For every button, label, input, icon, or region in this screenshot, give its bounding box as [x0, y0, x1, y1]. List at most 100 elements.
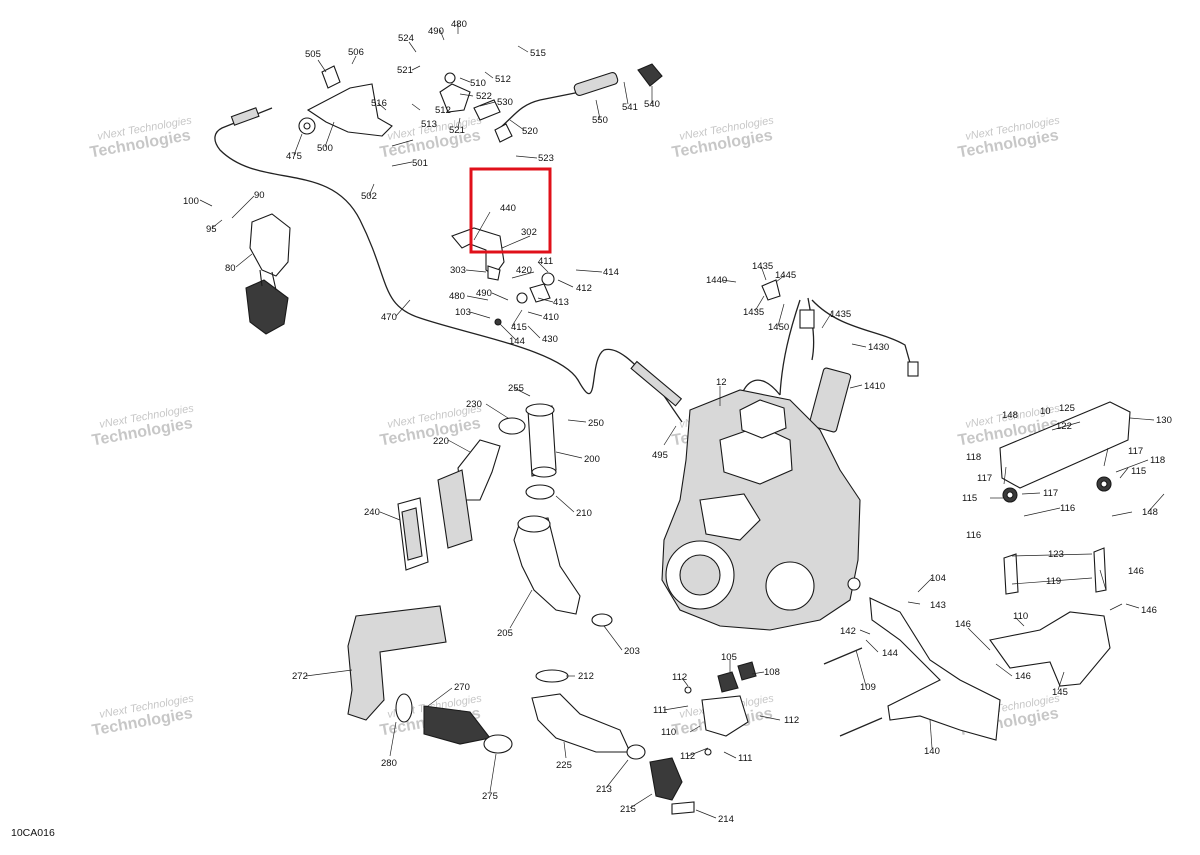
callout-302: 302 [521, 227, 537, 238]
callout-90: 90 [254, 190, 265, 201]
callout-117c: 117 [1043, 488, 1058, 499]
callout-480b: 480 [449, 291, 465, 302]
callout-144b: 144 [882, 648, 898, 659]
callout-130: 130 [1156, 415, 1172, 426]
callout-520: 520 [522, 126, 538, 137]
callout-111b: 111 [738, 753, 752, 764]
callout-146a: 146 [1128, 566, 1144, 577]
callout-100: 100 [183, 196, 199, 207]
callout-1435a: 1435 [752, 261, 773, 272]
throttle-pedal [245, 213, 291, 335]
callout-523: 523 [538, 153, 554, 164]
callout-513: 513 [421, 119, 437, 130]
callout-495: 495 [652, 450, 668, 461]
callout-10: 10 [1040, 406, 1051, 417]
callout-510: 510 [470, 78, 486, 89]
callout-103: 103 [455, 307, 471, 318]
callout-1450: 1450 [768, 322, 789, 333]
callout-123: 123 [1048, 549, 1064, 560]
intake-tube-200 [527, 405, 557, 477]
callout-250: 250 [588, 418, 604, 429]
callout-440: 440 [500, 203, 516, 214]
callout-415: 415 [511, 322, 527, 333]
leader-lines [199, 24, 1165, 819]
watermark: vNext Technologies Technologies [91, 692, 195, 739]
callout-108: 108 [764, 667, 780, 678]
watermark: vNext Technologies Technologies [91, 402, 195, 449]
callout-413: 413 [553, 297, 569, 308]
callout-1440: 1440 [706, 275, 727, 286]
callout-146d: 146 [1015, 671, 1031, 682]
duct-225 [531, 693, 631, 753]
callout-118b: 118 [1150, 455, 1165, 466]
callout-521b: 521 [449, 125, 465, 136]
callout-labels: 505 506 524 490 480 515 521 510 512 522 … [183, 19, 1172, 825]
callout-200: 200 [584, 454, 600, 465]
callout-104: 104 [930, 573, 946, 584]
callout-240: 240 [364, 507, 380, 518]
callout-524: 524 [398, 33, 414, 44]
support-arm-145 [989, 611, 1111, 687]
callout-122: 122 [1056, 421, 1072, 432]
callout-255: 255 [508, 383, 524, 394]
callout-205: 205 [497, 628, 513, 639]
callout-515: 515 [530, 48, 546, 59]
callout-516: 516 [371, 98, 387, 109]
bracket-108 [701, 695, 749, 737]
callout-500: 500 [317, 143, 333, 154]
callout-512b: 512 [435, 105, 451, 116]
part-drawings [214, 63, 1131, 815]
throttle-cable [214, 115, 683, 423]
callout-143: 143 [930, 600, 946, 611]
callout-115a: 115 [1131, 466, 1146, 477]
callout-111a: 111 [653, 705, 667, 716]
callout-303: 303 [450, 265, 466, 276]
callout-144: 144 [509, 336, 525, 347]
callout-119: 119 [1046, 576, 1061, 587]
callout-12: 12 [716, 377, 727, 388]
callout-540: 540 [644, 99, 660, 110]
callout-506: 506 [348, 47, 364, 58]
callout-490: 490 [428, 26, 444, 37]
callout-212: 212 [578, 671, 594, 682]
diagram-code: 10CA016 [11, 827, 55, 839]
callout-105: 105 [721, 652, 737, 663]
callout-505: 505 [305, 49, 321, 60]
callout-272: 272 [292, 671, 308, 682]
pedal-bracket [306, 83, 393, 137]
callout-148b: 148 [1142, 507, 1158, 518]
callout-1435c: 1435 [830, 309, 851, 320]
callout-117a: 117 [1128, 446, 1143, 457]
callout-116b: 116 [966, 530, 981, 541]
callout-203: 203 [624, 646, 640, 657]
callout-215: 215 [620, 804, 636, 815]
callout-117b: 117 [977, 473, 992, 484]
callout-213: 213 [596, 784, 612, 795]
callout-480: 480 [451, 19, 467, 30]
callout-420: 420 [516, 265, 532, 276]
callout-521: 521 [397, 65, 413, 76]
callout-125: 125 [1059, 403, 1075, 414]
air-filter-box [437, 469, 473, 549]
callout-115b: 115 [962, 493, 977, 504]
watermark: vNext Technologies Technologies [671, 114, 775, 161]
engine-assembly [661, 389, 861, 631]
callout-80: 80 [225, 263, 236, 274]
callout-1410: 1410 [864, 381, 885, 392]
callout-146c: 146 [955, 619, 971, 630]
callout-550: 550 [592, 115, 608, 126]
callout-414: 414 [603, 267, 619, 278]
callout-470: 470 [381, 312, 397, 323]
callout-275: 275 [482, 791, 498, 802]
watermark: vNext Technologies Technologies [957, 114, 1061, 161]
boot-215 [649, 757, 683, 801]
callout-220: 220 [433, 436, 449, 447]
callout-230: 230 [466, 399, 482, 410]
support-arm-140 [869, 597, 1001, 741]
callout-118a: 118 [966, 452, 981, 463]
callout-430: 430 [542, 334, 558, 345]
callout-112a: 112 [672, 672, 687, 683]
callout-116a: 116 [1060, 503, 1075, 514]
callout-142: 142 [840, 626, 856, 637]
